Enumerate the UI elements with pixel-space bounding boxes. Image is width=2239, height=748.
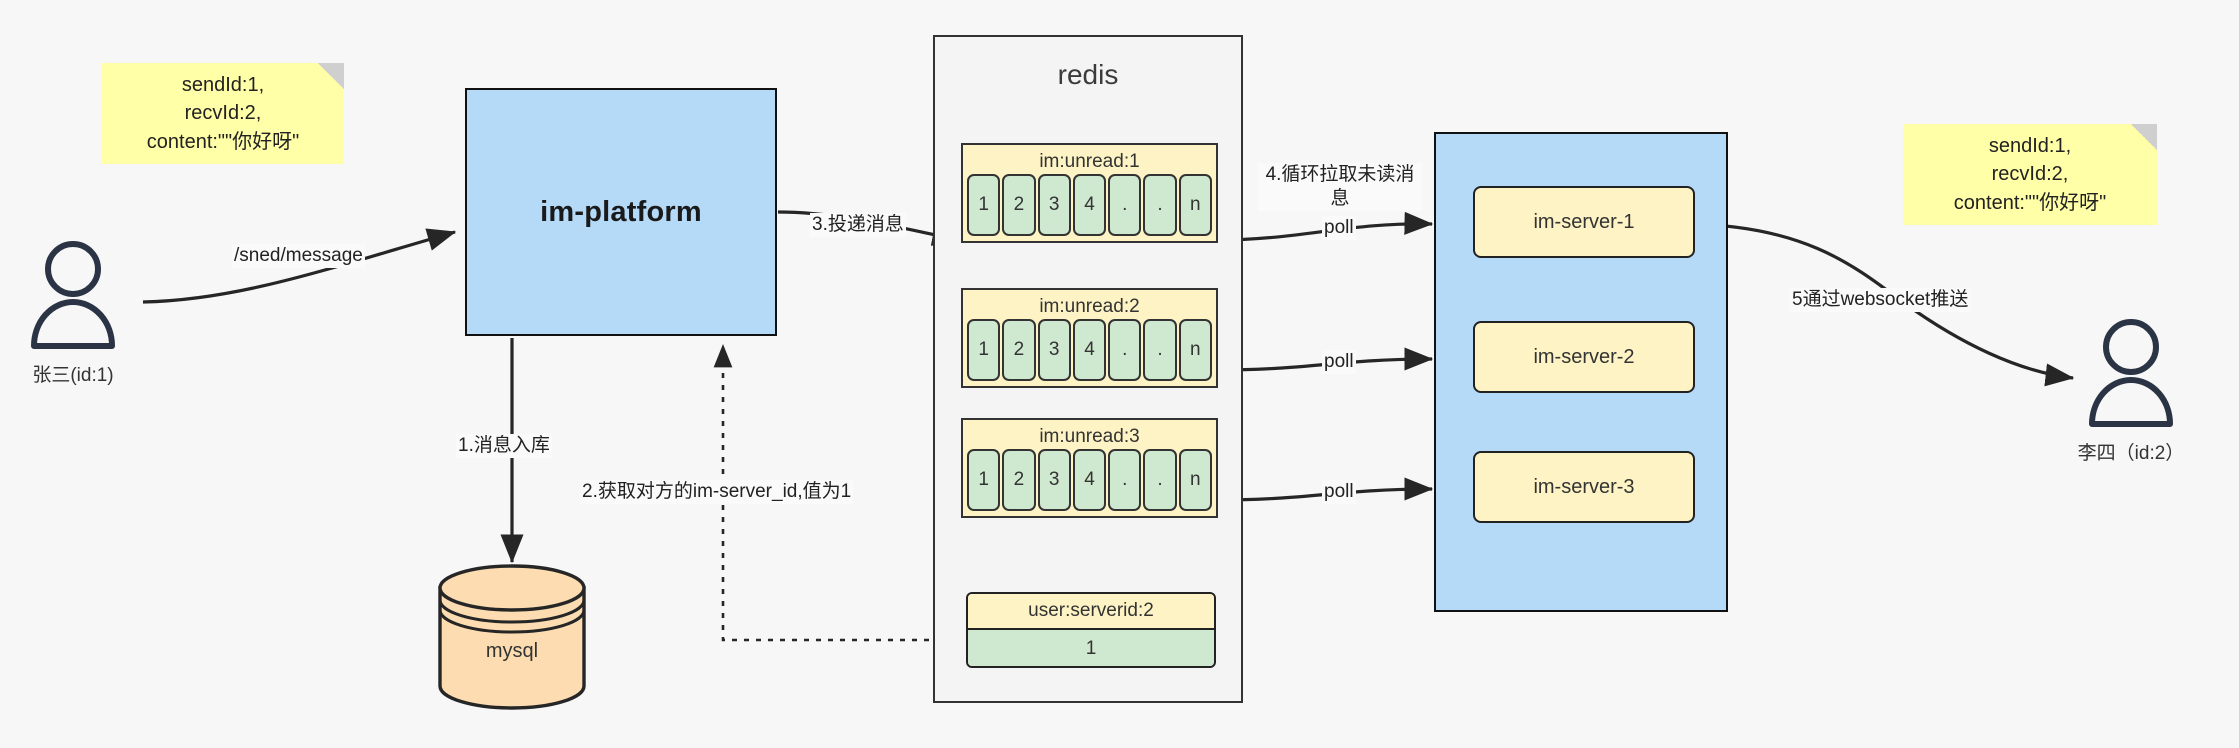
- im-server-1-label: im-server-1: [1533, 210, 1635, 233]
- im-server-2-label: im-server-2: [1533, 345, 1635, 368]
- redis-kv-user-serverid[interactable]: user:serverid:2 1: [966, 592, 1216, 668]
- list-cell: 4: [1072, 174, 1107, 236]
- mysql-label: mysql: [485, 640, 539, 662]
- edge-label-step3: 3.投递消息: [810, 213, 906, 237]
- im-server-3-label: im-server-3: [1533, 475, 1635, 498]
- redis-list-key-2: im:unread:2: [1039, 296, 1140, 317]
- list-cell: 2: [1002, 174, 1036, 236]
- note-fold-icon: [318, 63, 344, 89]
- im-platform-box[interactable]: im-platform: [465, 88, 777, 336]
- im-server-3-node[interactable]: im-server-3: [1473, 451, 1695, 523]
- sticky-note-right: sendId:1, recvId:2, content:""你好呀": [1903, 124, 2157, 225]
- im-server-2-node[interactable]: im-server-2: [1473, 321, 1695, 393]
- im-platform-label: im-platform: [540, 195, 702, 228]
- edge-label-poll-3: poll: [1322, 480, 1356, 504]
- avatar-receiver: [2086, 318, 2176, 428]
- avatar-sender-label: 张三(id:1): [32, 365, 114, 386]
- redis-kv-value: 1: [968, 630, 1214, 666]
- redis-list-unread-3[interactable]: im:unread:3 1 2 3 4 . . n: [961, 418, 1218, 518]
- sticky-note-left: sendId:1, recvId:2, content:""你好呀": [102, 63, 344, 164]
- list-cell: 3: [1037, 449, 1071, 511]
- im-server-1-node[interactable]: im-server-1: [1473, 186, 1695, 258]
- list-cell: .: [1143, 319, 1177, 381]
- list-cell: .: [1108, 174, 1142, 236]
- edge-label-step4: 4.循环拉取未读消 息: [1258, 163, 1422, 211]
- redis-list-cells-3: 1 2 3 4 . . n: [967, 449, 1212, 511]
- edge-redis-to-platform: [713, 343, 965, 642]
- list-cell: .: [1108, 449, 1142, 511]
- avatar-receiver-label: 李四（id:2）: [2077, 443, 2185, 464]
- list-cell: 1: [967, 174, 1001, 236]
- list-cell: 4: [1072, 449, 1107, 511]
- list-cell: .: [1108, 319, 1142, 381]
- redis-title: redis: [1057, 59, 1119, 90]
- list-cell: 1: [967, 449, 1001, 511]
- edge-sender-to-platform: [142, 228, 457, 304]
- sticky-note-right-text: sendId:1, recvId:2, content:""你好呀": [1953, 134, 2107, 214]
- list-cell: n: [1178, 449, 1212, 511]
- list-cell: n: [1178, 319, 1212, 381]
- list-cell: .: [1143, 174, 1177, 236]
- person-icon: [2089, 319, 2173, 427]
- list-cell: 1: [967, 319, 1001, 381]
- mysql-database[interactable]: mysql: [432, 562, 592, 712]
- edge-label-send-message: /sned/message: [232, 244, 365, 268]
- redis-list-unread-2[interactable]: im:unread:2 1 2 3 4 . . n: [961, 288, 1218, 388]
- redis-list-cells-2: 1 2 3 4 . . n: [967, 319, 1212, 381]
- redis-list-key-3: im:unread:3: [1039, 426, 1140, 447]
- edge-label-step1: 1.消息入库: [456, 434, 552, 458]
- redis-kv-key: user:serverid:2: [968, 594, 1214, 630]
- edge-label-poll-1: poll: [1322, 216, 1356, 240]
- list-cell: 2: [1002, 449, 1036, 511]
- list-cell: n: [1178, 174, 1212, 236]
- list-cell: .: [1143, 449, 1177, 511]
- redis-list-key-1: im:unread:1: [1039, 151, 1140, 172]
- edge-label-step5: 5通过websocket推送: [1790, 288, 1971, 312]
- edge-label-poll-2: poll: [1322, 350, 1356, 374]
- edge-label-step2: 2.获取对方的im-server_id,值为1: [580, 480, 854, 504]
- redis-list-unread-1[interactable]: im:unread:1 1 2 3 4 . . n: [961, 143, 1218, 243]
- avatar-sender: [28, 240, 118, 350]
- list-cell: 4: [1072, 319, 1107, 381]
- list-cell: 2: [1002, 319, 1036, 381]
- database-cylinder-icon: [438, 564, 586, 710]
- note-fold-icon: [2131, 124, 2157, 150]
- sticky-note-left-text: sendId:1, recvId:2, content:""你好呀": [146, 73, 300, 153]
- redis-list-cells-1: 1 2 3 4 . . n: [967, 174, 1212, 236]
- list-cell: 3: [1037, 319, 1071, 381]
- list-cell: 3: [1037, 174, 1071, 236]
- person-icon: [31, 241, 115, 349]
